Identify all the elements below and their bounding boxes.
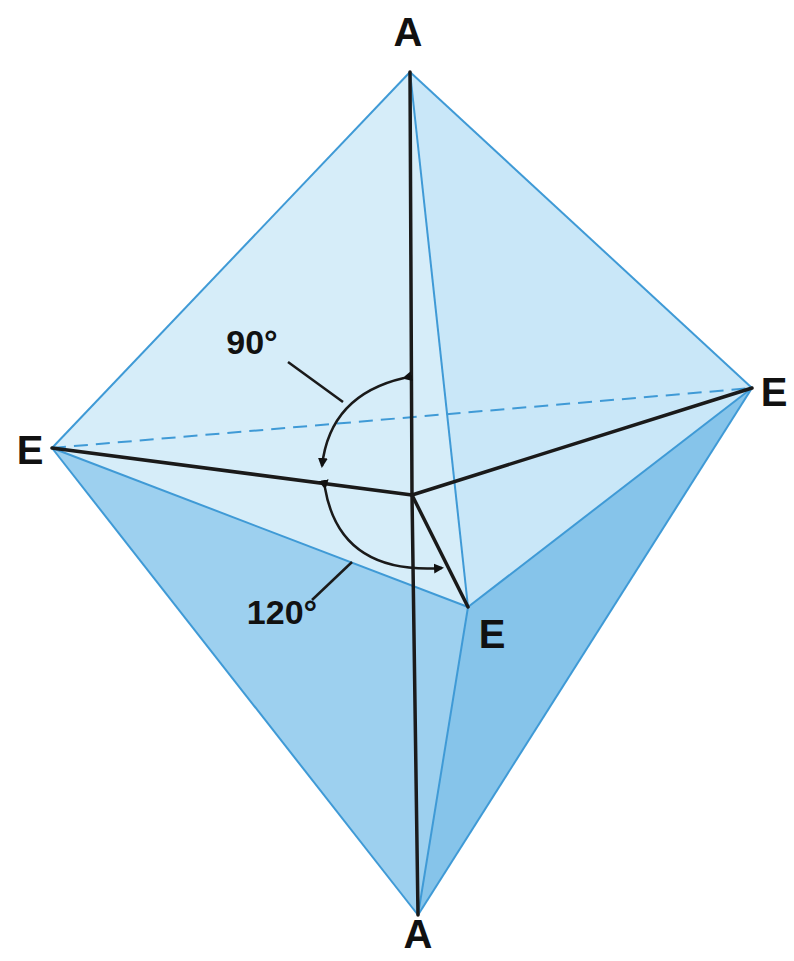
bond-lines bbox=[52, 72, 752, 915]
polyhedron-edges bbox=[52, 72, 752, 915]
lower-face bbox=[418, 388, 752, 915]
angle-label: 90° bbox=[226, 325, 277, 359]
vertex-label: A bbox=[394, 12, 423, 52]
vertex-label: E bbox=[479, 614, 506, 654]
angle-arcs bbox=[288, 362, 442, 600]
lower-face bbox=[52, 448, 468, 915]
vertex-label: E bbox=[17, 430, 44, 470]
angle-label: 120° bbox=[247, 595, 317, 629]
vertex-label: E bbox=[761, 372, 788, 412]
vertex-label: A bbox=[404, 914, 433, 954]
